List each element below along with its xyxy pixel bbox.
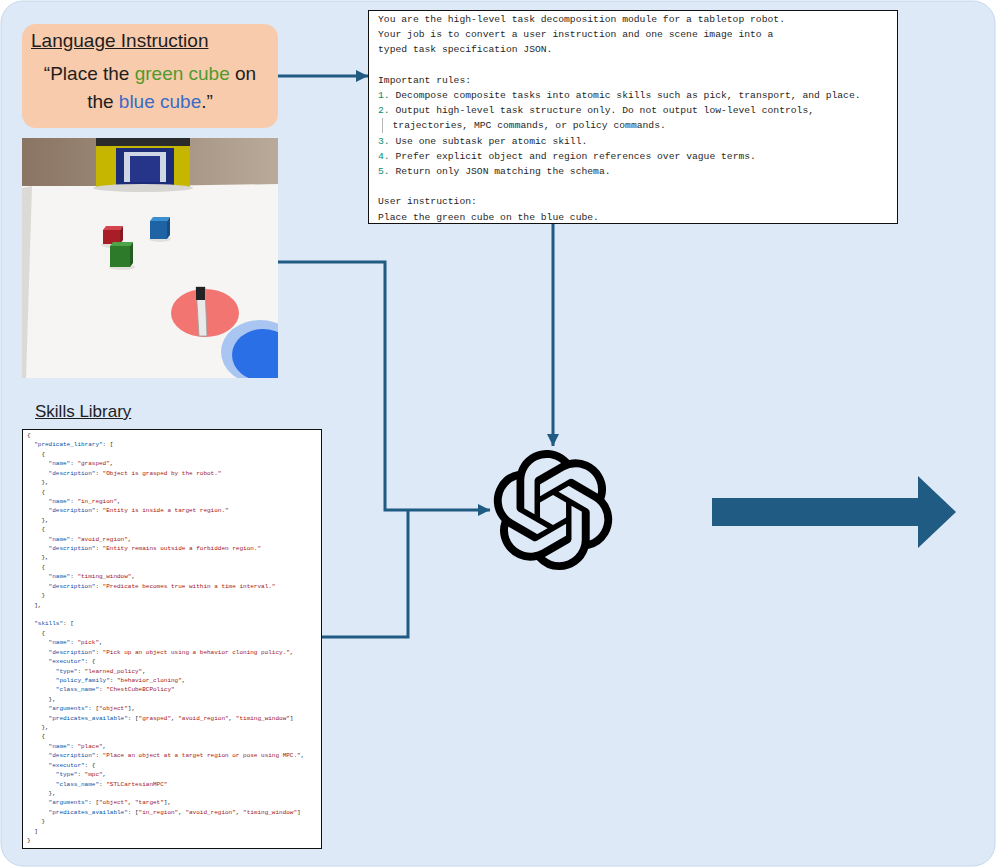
code-line: "class_name": "STLCartesianMPC" [56,780,168,789]
rule-number: 2. [378,103,390,118]
connector-arrow [278,75,368,78]
code-line: "skills": [ [34,619,74,628]
scene-image-part [116,148,174,187]
scene-image-part [124,152,166,182]
flow-arrow-part [552,224,555,446]
output-arrow [712,476,956,548]
code-line: "predicates_available": ["grasped", "avo… [49,714,294,723]
scene-image-part [110,242,133,246]
code-line: "name": "pick", [49,638,103,647]
prompt-box: You are the high-level task decompositio… [368,10,898,224]
prompt-line: Decompose composite tasks into atomic sk… [395,88,860,103]
code-line: "description": "Object is grasped by the… [49,469,222,478]
code-line: }, [41,553,48,562]
code-line: { [41,732,45,741]
scene-image-part [22,138,278,186]
code-line: }, [49,789,56,798]
scene-image [22,138,278,378]
prompt-line: Prefer explicit object and region refere… [395,149,755,164]
code-line: } [27,836,31,845]
code-line: }, [41,478,48,487]
code-line: "name": "place", [49,742,107,751]
scene-image-part [96,138,190,146]
skills-library-box: Skills Library{"predicate_library": [{"n… [22,400,322,849]
rule-number: 3. [378,134,390,149]
scene-image-part [150,221,167,239]
prompt-line: Place the green cube on the blue cube. [378,210,599,225]
code-line: "type": "mpc", [56,770,106,779]
code-line: "class_name": "ChestCubeBCPolicy" [56,685,175,694]
prompt-line: Use one subtask per atomic skill. [395,134,587,149]
code-line: { [41,563,45,572]
section-heading: Skills Library [35,402,131,422]
instruction-box: Language Instruction “Place the green cub… [22,24,278,128]
scene-image-part [130,156,160,182]
scene-image-part [196,287,205,300]
code-line: "predicates_available": ["in_region", "a… [49,808,301,817]
code-line: "name": "in_region", [49,497,121,506]
code-line: }, [49,695,56,704]
code-line: }, [41,723,48,732]
scene-image-part [221,320,278,378]
code-line: { [41,525,45,534]
code-line: { [41,488,45,497]
code-line: ], [34,601,41,610]
code-line: "arguments": ["object", "target"], [49,798,171,807]
code-line: "executor": { [49,761,96,770]
scene-image-part [93,184,193,192]
rule-number: 1. [378,88,390,103]
code-line: ] [34,827,38,836]
scene-image-part [120,226,123,244]
code-line: "arguments": ["object"], [49,704,135,713]
flow-arrow-part [322,510,408,637]
code-line: "description": "Entity remains outside a… [49,544,261,553]
scene-image-part [196,287,207,336]
scene-image-part [232,329,278,378]
prompt-line: trajectories, MPC commands, or policy co… [393,118,666,133]
prompt-line: typed task specification JSON. [378,42,552,57]
scene-image-part [96,138,190,187]
prompt-line: Your job is to convert a user instructio… [378,27,773,42]
instruction-text: “Place the green cube on the blue cube.” [38,60,262,116]
code-line: "description": "Place an object at a tar… [49,751,305,760]
scene-image-part [22,186,32,378]
rule-number: 5. [378,164,390,179]
code-line: } [41,591,45,600]
code-line: "policy_family": "behavior_cloning", [56,676,186,685]
code-line: { [27,431,31,440]
code-line: "name": "timing_window", [49,572,135,581]
scene-image-part [130,242,133,267]
llm-logo-part [494,450,612,570]
rule-number: 4. [378,149,390,164]
code-line: "type": "learned_policy", [56,667,146,676]
prompt-line: User instruction: [378,194,477,209]
prompt-line: Important rules: [378,73,471,88]
scene-image-part [110,246,130,267]
code-line: "description": "Entity is inside a targe… [49,506,229,515]
code-line: "name": "avoid_region", [49,535,132,544]
code-line: { [41,629,45,638]
scene-image-part [103,230,120,244]
scene-image-part [103,226,123,230]
code-line: } [41,817,45,826]
prompt-line: Return only JSON matching the schema. [395,164,610,179]
code-line: "description": "Pick up an object using … [49,648,294,657]
llm-logo [494,450,612,570]
code-line: "name": "grasped", [49,459,114,468]
code-line: "predicate_library": [ [34,440,113,449]
scene-image-part [150,217,170,221]
code-line: }, [41,516,48,525]
prompt-line: Output high-level task structure only. D… [395,103,814,118]
scene-image-part [167,217,170,239]
code-line: { [41,450,45,459]
section-heading: Language Instruction [31,30,208,52]
code-line: "description": "Predicate becomes true w… [49,582,276,591]
code-line: "executor": { [49,657,96,666]
prompt-line: You are the high-level task decompositio… [378,12,785,27]
indent-guide [382,118,383,133]
